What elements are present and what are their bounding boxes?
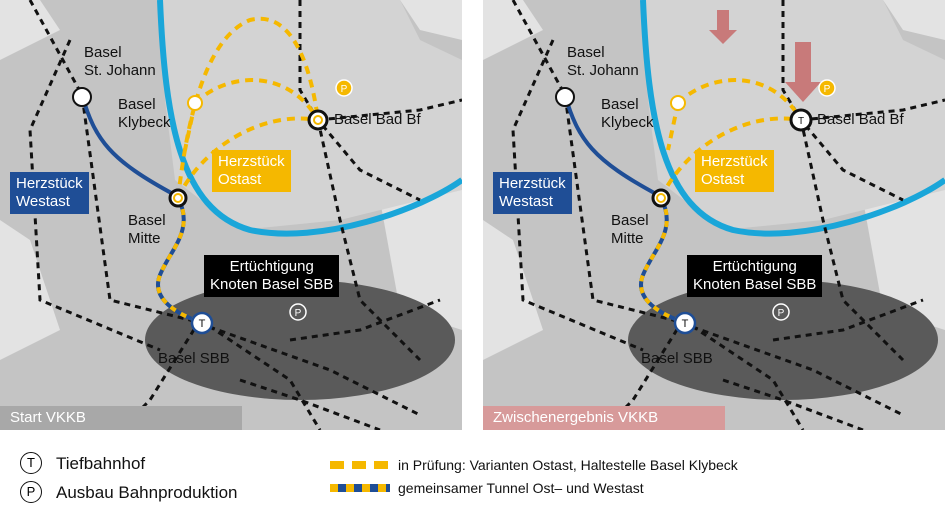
stage-label: Start VKKB bbox=[0, 406, 242, 430]
map-graphic: T P T P bbox=[483, 0, 945, 430]
box-westast: Herzstück Westast bbox=[10, 172, 89, 214]
station-klybeck-dot bbox=[670, 95, 686, 111]
legend-tiefbahnhof: Tiefbahnhof bbox=[56, 454, 146, 473]
prod-marker-letter: P bbox=[341, 84, 348, 95]
svg-text:P: P bbox=[778, 308, 785, 319]
shared-tunnel-yellow bbox=[639, 197, 684, 324]
border-area bbox=[0, 0, 60, 60]
label-klybeck: Basel Klybeck bbox=[601, 96, 654, 131]
label-mitte: Basel Mitte bbox=[128, 212, 166, 247]
station-st-johann-dot bbox=[72, 87, 92, 107]
tiefbahnhof-icon: T bbox=[20, 452, 42, 474]
tief-marker-letter: T bbox=[199, 318, 206, 330]
border-area bbox=[883, 0, 945, 40]
box-ostast: Herzstück Ostast bbox=[212, 150, 291, 192]
label-mitte: Basel Mitte bbox=[611, 212, 649, 247]
border-area bbox=[0, 220, 60, 360]
station-bad-bf-dot bbox=[789, 108, 813, 132]
label-st-johann: Basel St. Johann bbox=[567, 44, 639, 79]
prod-marker bbox=[335, 79, 353, 97]
box-ostast: Herzstück Ostast bbox=[695, 150, 774, 192]
knoten-area bbox=[628, 280, 938, 400]
border-area bbox=[863, 180, 945, 330]
border-area bbox=[400, 0, 462, 40]
map-zwischenergebnis-vkkb: T P T P Basel St. Johann Basel Klybeck B… bbox=[483, 0, 945, 430]
svg-text:P: P bbox=[295, 308, 302, 319]
prod-marker bbox=[818, 79, 836, 97]
station-st-johann-dot bbox=[555, 87, 575, 107]
tunnel-swatch bbox=[330, 484, 390, 492]
station-klybeck-dot bbox=[187, 95, 203, 111]
box-knoten: Ertüchtigung Knoten Basel SBB bbox=[204, 255, 340, 297]
box-westast: Herzstück Westast bbox=[493, 172, 572, 214]
prod-marker-knoten bbox=[289, 303, 307, 321]
svg-text:T: T bbox=[682, 318, 689, 330]
arrow-icons bbox=[709, 10, 821, 102]
shared-tunnel-yellow bbox=[156, 197, 201, 324]
map-graphic: P T P bbox=[0, 0, 462, 430]
westast-line bbox=[80, 94, 176, 197]
arrow-down-icon bbox=[709, 10, 737, 44]
border-area bbox=[483, 0, 543, 60]
pruefung-swatch bbox=[330, 461, 388, 469]
map-start-vkkb: P T P Basel St. Johann Basel Klybeck Bas… bbox=[0, 0, 462, 430]
knoten-area bbox=[145, 280, 455, 400]
label-klybeck: Basel Klybeck bbox=[118, 96, 171, 131]
westast-line bbox=[563, 94, 659, 197]
border-area bbox=[483, 220, 543, 360]
box-knoten: Ertüchtigung Knoten Basel SBB bbox=[687, 255, 823, 297]
label-st-johann: Basel St. Johann bbox=[84, 44, 156, 79]
svg-text:P: P bbox=[824, 84, 831, 95]
legend-bahnproduktion: Ausbau Bahnproduktion bbox=[56, 483, 238, 502]
station-sbb-dot bbox=[673, 311, 697, 335]
stage-label: Zwischenergebnis VKKB bbox=[483, 406, 725, 430]
rhine-river bbox=[640, 0, 945, 237]
ostast-variants bbox=[659, 78, 803, 199]
arrow-down-icon bbox=[785, 42, 821, 102]
svg-text:T: T bbox=[798, 116, 804, 127]
bahnproduktion-icon: P bbox=[20, 481, 42, 503]
legend-tunnel: gemeinsamer Tunnel Ost– und Westast bbox=[398, 480, 644, 496]
rhine-river bbox=[157, 0, 462, 237]
legend-pruefung: in Prüfung: Varianten Ostast, Haltestell… bbox=[398, 457, 738, 473]
prod-marker-knoten bbox=[772, 303, 790, 321]
ostast-variants bbox=[176, 16, 320, 199]
label-sbb: Basel SBB bbox=[158, 350, 230, 367]
label-bad-bf: Basel Bad Bf bbox=[817, 111, 904, 128]
border-area bbox=[380, 180, 462, 330]
label-bad-bf: Basel Bad Bf bbox=[334, 111, 421, 128]
station-sbb-dot bbox=[190, 311, 214, 335]
label-sbb: Basel SBB bbox=[641, 350, 713, 367]
